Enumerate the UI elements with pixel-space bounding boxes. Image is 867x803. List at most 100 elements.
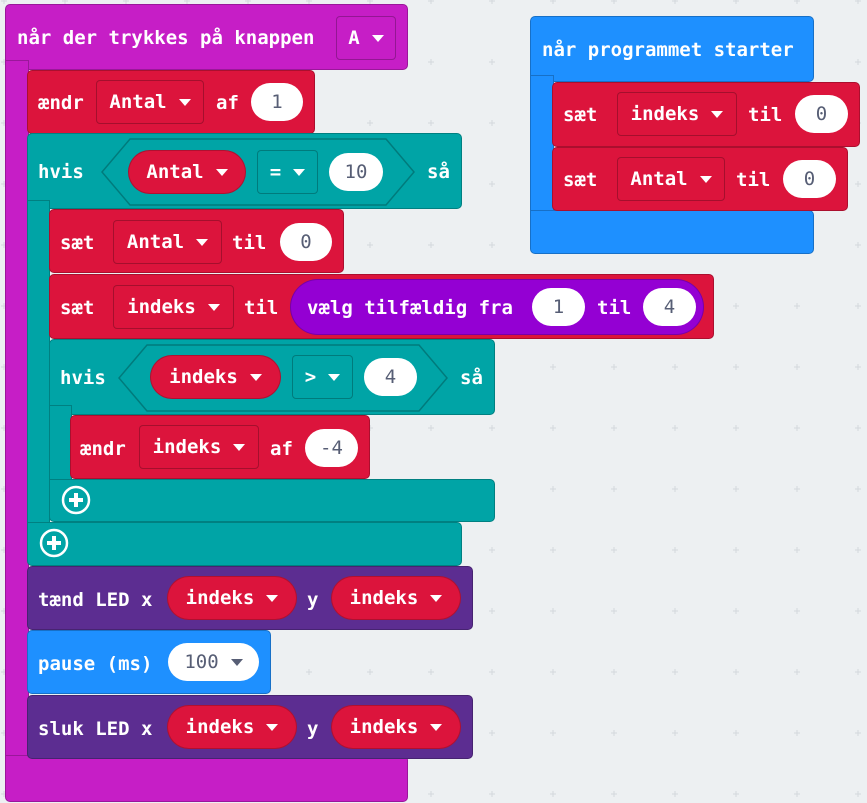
if-antal-then-label: så <box>427 161 450 183</box>
grid-cross <box>550 0 556 4</box>
pause-label: pause (ms) <box>38 653 153 675</box>
grid-cross <box>733 547 739 553</box>
change-indeks-by-label: af <box>270 438 293 460</box>
grid-cross <box>672 425 678 431</box>
grid-cross <box>733 608 739 614</box>
grid-cross <box>855 59 861 65</box>
on-start-c-arm <box>530 75 554 225</box>
set-antal-value-input[interactable]: 0 <box>280 223 332 261</box>
inner-compare-value: 4 <box>384 366 397 388</box>
grid-cross <box>855 730 861 736</box>
start-set-antal-value-input[interactable]: 0 <box>783 160 836 198</box>
plot-x-reporter[interactable]: indeks <box>167 576 297 620</box>
button-select-value: A <box>348 27 360 49</box>
grid-cross <box>672 791 678 797</box>
grid-cross <box>794 303 800 309</box>
grid-cross <box>489 425 495 431</box>
chevron-down-icon <box>207 303 220 311</box>
change-indeks-variable-dropdown[interactable]: indeks <box>139 425 259 469</box>
if-indeks-then-label: så <box>460 367 483 389</box>
add-else-if-outer-icon[interactable] <box>39 528 69 558</box>
random-range-label: vælg tilfældig fra <box>307 297 513 319</box>
antal-variable-dropdown[interactable]: Antal <box>96 80 204 124</box>
grid-cross <box>428 120 434 126</box>
chevron-down-icon <box>230 658 243 666</box>
grid-cross <box>733 0 739 4</box>
grid-cross <box>367 0 373 4</box>
random-range-block[interactable] <box>290 279 704 335</box>
set-antal-variable-dropdown[interactable]: Antal <box>113 220 222 264</box>
pause-duration-dropdown[interactable]: 100 <box>168 643 259 681</box>
grid-cross <box>855 181 861 187</box>
grid-cross <box>306 669 312 675</box>
inner-operator-dropdown[interactable]: > <box>292 355 353 399</box>
chevron-down-icon <box>266 723 279 731</box>
chevron-down-icon <box>196 238 209 246</box>
button-select-dropdown[interactable]: A <box>336 16 396 60</box>
grid-cross <box>733 425 739 431</box>
set-indeks-variable-value: indeks <box>127 296 196 318</box>
on-start-block[interactable] <box>530 16 814 82</box>
chevron-down-icon <box>293 168 306 176</box>
start-set-indeks-value-input[interactable]: 0 <box>795 95 848 133</box>
grid-cross <box>550 547 556 553</box>
chevron-down-icon <box>371 34 384 42</box>
grid-cross <box>794 364 800 370</box>
grid-cross <box>489 242 495 248</box>
unplot-y-reporter[interactable]: indeks <box>331 705 461 749</box>
change-antal-by-label: af <box>216 92 239 114</box>
change-antal-value: 1 <box>271 91 283 113</box>
chevron-down-icon <box>328 373 341 381</box>
random-from-input[interactable]: 1 <box>532 288 585 326</box>
chevron-down-icon <box>699 175 712 183</box>
if-indeks-c-arm <box>49 405 72 487</box>
grid-cross <box>855 364 861 370</box>
random-to-label: til <box>597 297 632 319</box>
inner-compare-value-input[interactable]: 4 <box>364 358 417 396</box>
start-set-indeks-variable-dropdown[interactable]: indeks <box>617 92 737 136</box>
set-antal-value: 0 <box>300 231 312 253</box>
grid-cross <box>428 425 434 431</box>
grid-cross <box>428 791 434 797</box>
random-to-value: 4 <box>663 296 676 318</box>
compare-operator-dropdown[interactable]: = <box>257 150 318 194</box>
grid-cross <box>611 425 617 431</box>
add-else-if-inner-icon[interactable] <box>61 485 91 515</box>
grid-cross <box>733 364 739 370</box>
grid-cross <box>855 425 861 431</box>
grid-cross <box>245 0 251 4</box>
compare-value-input[interactable]: 10 <box>329 153 383 191</box>
start-set-indeks-to-label: til <box>748 104 783 126</box>
unplot-x-reporter[interactable]: indeks <box>167 705 297 749</box>
plot-x-label: indeks <box>185 587 255 609</box>
start-set-antal-value: 0 <box>803 168 816 190</box>
grid-cross <box>733 730 739 736</box>
grid-cross <box>611 364 617 370</box>
grid-cross <box>1 0 7 4</box>
start-set-indeks-label: sæt <box>563 104 598 126</box>
antal-reporter[interactable]: Antal <box>128 150 246 194</box>
on-button-pressed-bottom <box>5 755 408 802</box>
antal-variable-value: Antal <box>109 91 167 113</box>
change-indeks-value: -4 <box>320 437 343 459</box>
chevron-down-icon <box>711 110 724 118</box>
random-to-input[interactable]: 4 <box>643 288 696 326</box>
grid-cross <box>428 0 434 4</box>
plot-y-reporter[interactable]: indeks <box>331 576 461 620</box>
grid-cross <box>550 425 556 431</box>
grid-cross <box>794 547 800 553</box>
grid-cross <box>794 608 800 614</box>
indeks-reporter[interactable]: indeks <box>150 355 281 399</box>
grid-cross <box>611 608 617 614</box>
grid-cross <box>550 791 556 797</box>
grid-cross <box>794 730 800 736</box>
on-button-pressed-c-arm <box>5 60 29 760</box>
grid-cross <box>855 303 861 309</box>
change-indeks-value-input[interactable]: -4 <box>305 429 358 467</box>
start-set-antal-variable-dropdown[interactable]: Antal <box>617 157 725 201</box>
change-antal-value-input[interactable]: 1 <box>251 83 303 121</box>
change-indeks-variable-value: indeks <box>152 436 222 458</box>
set-indeks-variable-dropdown[interactable]: indeks <box>113 285 234 329</box>
plot-y-label: y <box>307 589 319 611</box>
compare-value: 10 <box>344 161 368 183</box>
